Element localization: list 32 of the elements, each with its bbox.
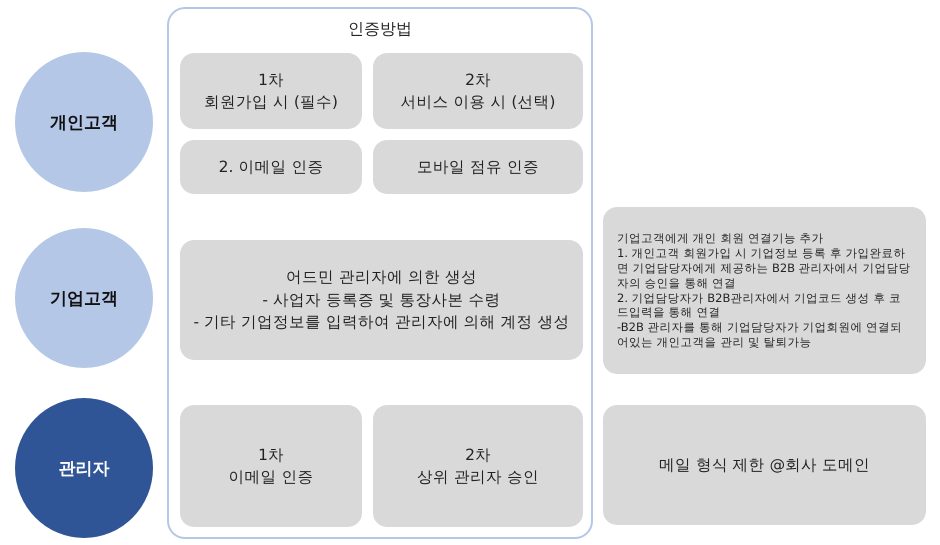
box-text: 2. 이메일 인증 <box>218 156 324 178</box>
method-box <box>180 140 362 194</box>
circle-label: 관리자 <box>58 458 110 480</box>
circle-label: 기업고객 <box>50 288 118 310</box>
box-text: 1차 <box>258 70 284 91</box>
box-text: 어드민 관리자에 의한 생성 <box>286 267 477 288</box>
box-text: 기업고객에게 개인 회원 연결기능 추가 <box>617 230 825 246</box>
method-box <box>373 53 583 129</box>
box-text: 2차 <box>465 444 491 466</box>
method-box <box>180 405 362 527</box>
box-text: 2. 기업담당자가 B2B관리자에서 기업코드 생성 후 코드입력을 통해 연결 <box>617 290 902 320</box>
box-text: 1. 개인고객 회원가입 시 기업정보 등록 후 가입완료하면 기업담당자에게 제공하는 B2B 관리자에서 기업담당자의 승인을 통해 연결 <box>617 246 912 290</box>
box-text: -B2B 관리자를 통해 기업담당자가 기업회원에 연결되어있는 개인고객을 관리 및 탈퇴가능 <box>617 320 904 350</box>
box-text: 회원가입 시 (필수) <box>204 92 338 113</box>
box-text: 1차 <box>258 444 284 466</box>
box-text: 상위 관리자 승인 <box>417 467 539 488</box>
method-box <box>603 405 926 525</box>
box-text: 이메일 인증 <box>228 467 314 488</box>
group-panel <box>167 7 593 539</box>
method-box <box>180 240 583 360</box>
box-text: 메일 형식 제한 @회사 도메인 <box>658 454 870 476</box>
box-text: - 기타 기업정보를 입력하여 관리자에 의해 계정 생성 <box>193 312 570 334</box>
box-text: 모바일 점유 인증 <box>417 156 539 178</box>
method-box <box>180 53 362 129</box>
box-text: 서비스 이용 시 (선택) <box>400 92 556 113</box>
panel-title: 인증방법 <box>347 19 413 40</box>
method-box <box>373 405 583 527</box>
circle-label: 개인고객 <box>50 112 118 134</box>
note-box <box>603 207 926 374</box>
box-text: - 사업자 등록증 및 통장사본 수령 <box>262 290 501 311</box>
box-text: 2차 <box>465 70 491 91</box>
method-box <box>373 140 583 194</box>
